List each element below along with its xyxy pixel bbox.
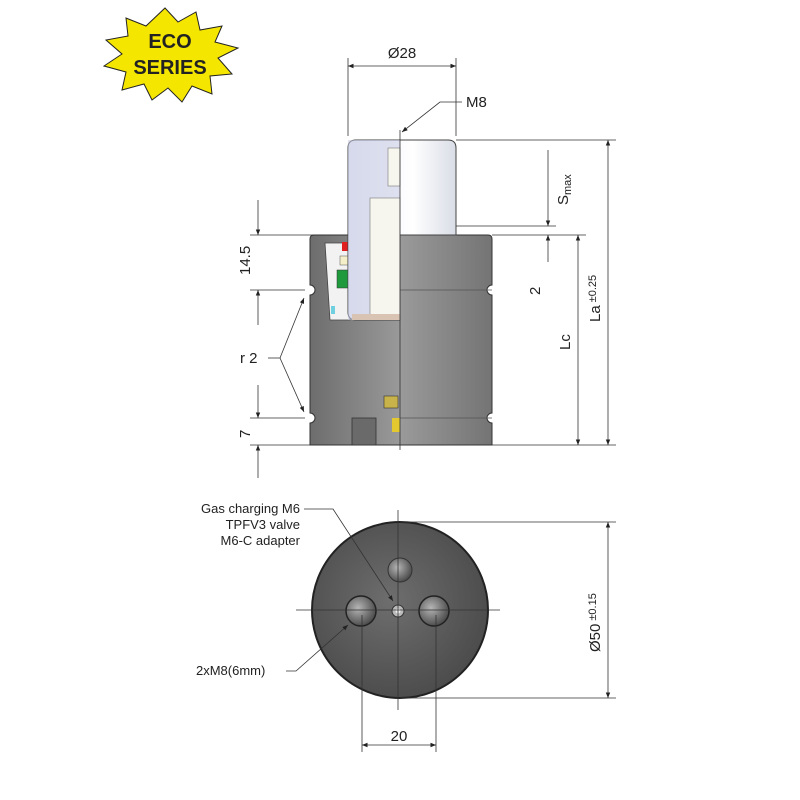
dim-lc: Lc	[557, 334, 574, 350]
starburst-shape	[102, 7, 240, 103]
top-hole	[387, 557, 413, 583]
eco-series-badge: ECO SERIES	[102, 7, 240, 103]
valve-part	[383, 395, 399, 409]
callout-gas-line2: TPFV3 valve	[226, 517, 300, 532]
dim-7: 7	[237, 430, 254, 438]
bottom-plug	[351, 417, 377, 446]
dim-thread-top: M8	[466, 94, 487, 111]
dim-rod-diameter: Ø28	[388, 45, 416, 62]
dim-stroke: Smax	[555, 174, 574, 205]
dim-hole-spacing: 20	[391, 728, 408, 745]
callout-holes: 2xM8(6mm)	[196, 663, 265, 678]
mounting-hole-left	[345, 595, 377, 627]
dim-radius: r 2	[240, 350, 258, 367]
seal-red	[342, 242, 349, 251]
side-dimensions: Ø28 M8 Smax 2 Lc La±0.25 14.5 7 r 2	[237, 45, 616, 478]
seal-blue	[331, 306, 335, 314]
dim-body-diameter: Ø50±0.15	[587, 593, 604, 652]
dim-la: La±0.25	[587, 275, 604, 322]
mounting-hole-right	[418, 595, 450, 627]
callout-gas-line3: M6-C adapter	[221, 533, 301, 548]
cylinder-bottom-view: Ø50±0.15 20 Gas charging M6 TPFV3 valve …	[196, 501, 616, 752]
cylinder-side-view	[309, 130, 493, 450]
dim-2: 2	[527, 287, 544, 295]
badge-line1: ECO	[148, 31, 191, 53]
dim-14-5: 14.5	[237, 246, 254, 275]
callout-gas-line1: Gas charging M6	[201, 501, 300, 516]
badge-line2: SERIES	[133, 57, 206, 79]
